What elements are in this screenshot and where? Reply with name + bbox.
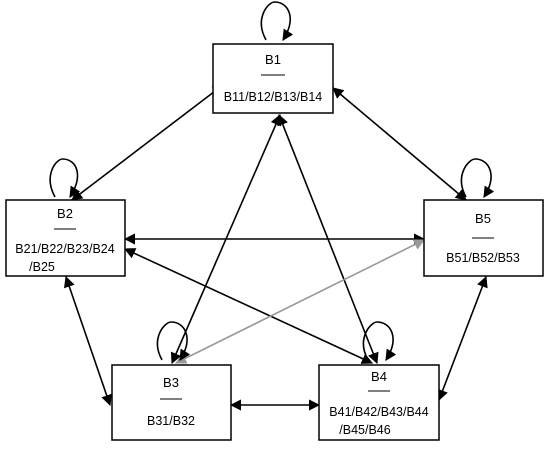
node-b1-title: B1: [265, 52, 281, 67]
edge-b1-b2: [71, 84, 224, 201]
self-loop-b5: [460, 158, 495, 198]
node-b4-box: [318, 364, 440, 441]
node-b2-title: B2: [57, 206, 73, 221]
self-loops-layer: [49, 1, 495, 361]
node-b4[interactable]: B4 B41/B42/B43/B44 /B45/B46: [318, 364, 440, 441]
edge-b2-b3: [63, 275, 113, 407]
node-b4-title: B4: [371, 369, 387, 384]
node-b1-members: B11/B12/B13/B14: [224, 90, 323, 104]
edge-b1-b5: [332, 87, 467, 201]
node-b4-members-line1: B41/B42/B43/B44: [329, 405, 428, 419]
node-b3-box: [111, 364, 232, 441]
node-b5-title: B5: [475, 211, 491, 226]
node-b3-title: B3: [163, 375, 179, 390]
node-b5[interactable]: B5 B51/B52/B53: [423, 199, 544, 277]
edge-b2-b4: [123, 248, 374, 364]
node-b1[interactable]: B1 B11/B12/B13/B14: [212, 43, 334, 114]
node-b1-box: [212, 43, 334, 114]
node-b2-members-line1: B21/B22/B23/B24: [15, 242, 114, 256]
node-b4-members-line2: /B45/B46: [339, 423, 390, 437]
node-b2[interactable]: B2 B21/B22/B23/B24 /B25: [5, 199, 126, 277]
self-loop-b4: [362, 321, 397, 361]
self-loop-b1: [260, 1, 294, 41]
edges-layer: [63, 84, 488, 411]
self-loop-b3: [156, 321, 191, 361]
node-b2-box: [5, 199, 126, 277]
edge-b4-b5: [437, 275, 488, 402]
edge-b3-b5: [174, 239, 426, 364]
node-b5-members: B51/B52/B53: [446, 251, 520, 265]
nodes-layer: B1 B11/B12/B13/B14 B2 B21/B22/B23/B24 /B…: [5, 43, 544, 441]
node-b3[interactable]: B3 B31/B32: [111, 364, 232, 441]
node-b3-members: B31/B32: [147, 414, 195, 428]
node-b2-members-line2: /B25: [29, 260, 55, 274]
self-loop-b2: [49, 158, 81, 198]
node-b5-box: [423, 199, 544, 277]
